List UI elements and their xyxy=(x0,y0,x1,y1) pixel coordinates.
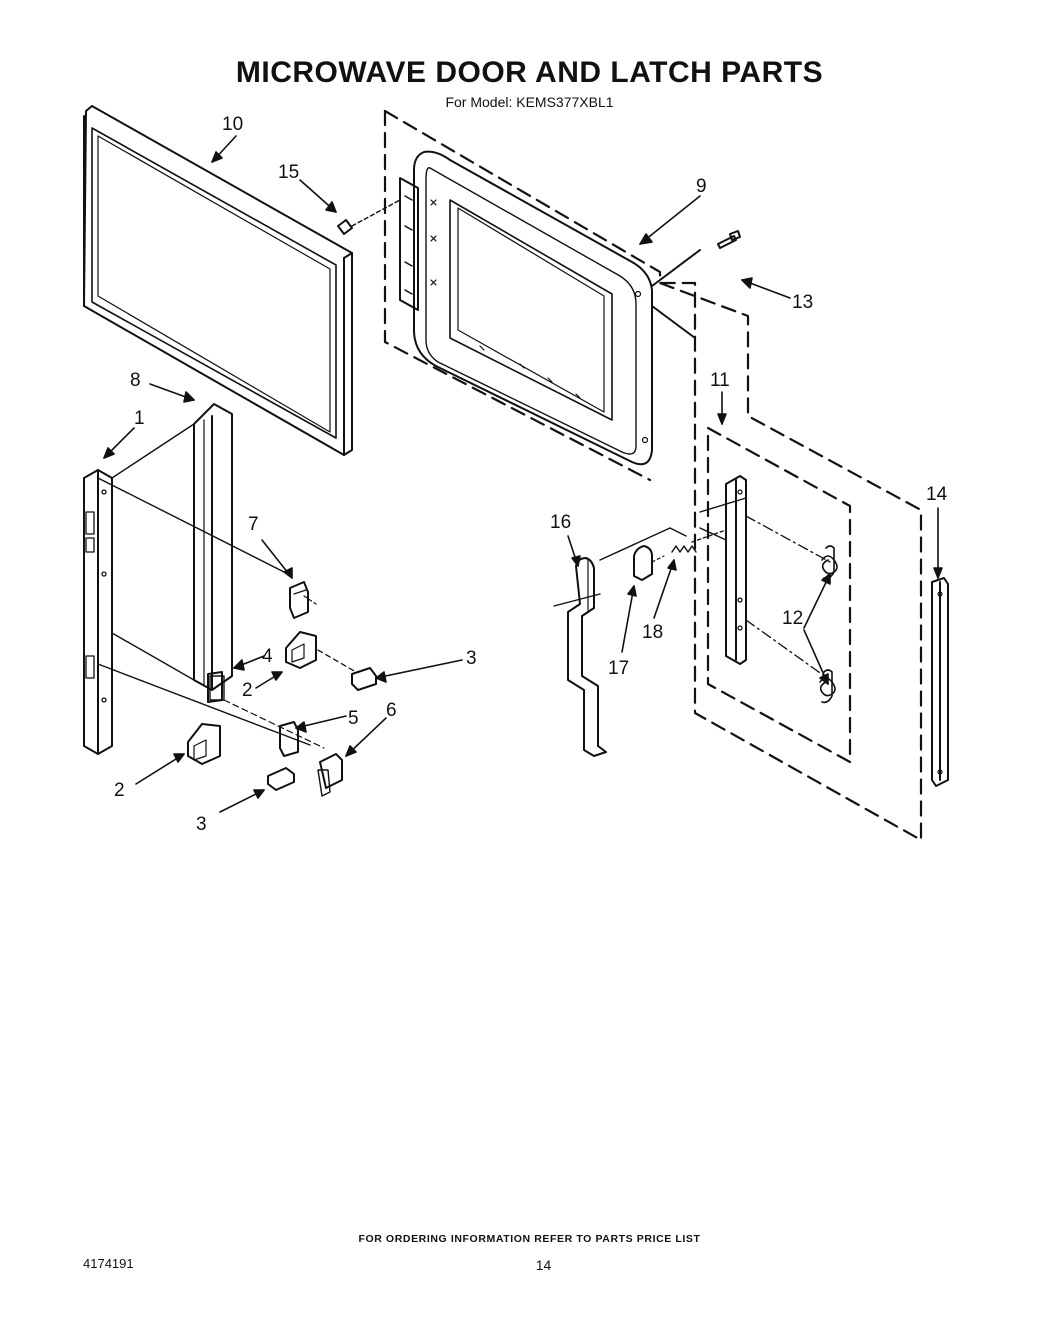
callout-11: 11 xyxy=(710,370,730,391)
callout-1: 1 xyxy=(134,408,145,429)
callout-13: 13 xyxy=(792,292,813,313)
callout-4: 4 xyxy=(262,646,273,667)
callout-3-lower: 3 xyxy=(196,814,207,835)
callout-3-upper: 3 xyxy=(466,648,477,669)
callout-10: 10 xyxy=(222,114,243,135)
part-stopper-3-upper xyxy=(351,667,377,691)
callout-17: 17 xyxy=(608,658,629,679)
part-frame-side-1 xyxy=(83,423,311,755)
callout-7: 7 xyxy=(248,514,259,535)
document-number: 4174191 xyxy=(83,1256,134,1271)
ordering-info-note: FOR ORDERING INFORMATION REFER TO PARTS … xyxy=(358,1233,701,1245)
part-clip-6 xyxy=(317,753,343,797)
callout-2-lower: 2 xyxy=(114,780,125,801)
part-hinge-2-lower xyxy=(187,723,221,765)
part-spring-18 xyxy=(671,529,727,553)
part-screw-13 xyxy=(717,230,741,249)
part-spacer-5 xyxy=(223,699,325,757)
part-hinge-2-upper xyxy=(285,631,357,673)
callout-12: 12 xyxy=(782,608,803,629)
part-latch-hook-17 xyxy=(633,545,665,581)
model-line: For Model: KEMS377XBL1 xyxy=(445,94,614,110)
callout-numbers: 10 15 9 13 8 1 7 4 2 3 5 6 2 3 16 17 18 … xyxy=(114,114,948,835)
callout-8: 8 xyxy=(130,370,141,391)
callout-16: 16 xyxy=(550,512,571,533)
callout-9: 9 xyxy=(696,176,707,197)
callout-leaders xyxy=(103,135,943,813)
callout-18: 18 xyxy=(642,622,663,643)
part-screw-15 xyxy=(337,199,401,235)
part-latch-7 xyxy=(289,581,317,619)
part-stopper-3-lower xyxy=(267,767,295,791)
callout-2-upper: 2 xyxy=(242,680,253,701)
part-latch-lever-16 xyxy=(553,527,687,757)
part-door-frame xyxy=(83,105,353,456)
callout-15: 15 xyxy=(278,162,299,183)
part-choke-8 xyxy=(193,403,233,703)
callout-5: 5 xyxy=(348,708,359,729)
callout-14: 14 xyxy=(926,484,948,505)
part-latch-plate-11 xyxy=(699,426,852,764)
page-number: 14 xyxy=(535,1257,552,1273)
diagram-title: MICROWAVE DOOR AND LATCH PARTS xyxy=(235,56,824,89)
callout-6: 6 xyxy=(386,700,397,721)
part-side-rail-14 xyxy=(931,577,949,787)
part-door-panel-group xyxy=(383,109,923,842)
